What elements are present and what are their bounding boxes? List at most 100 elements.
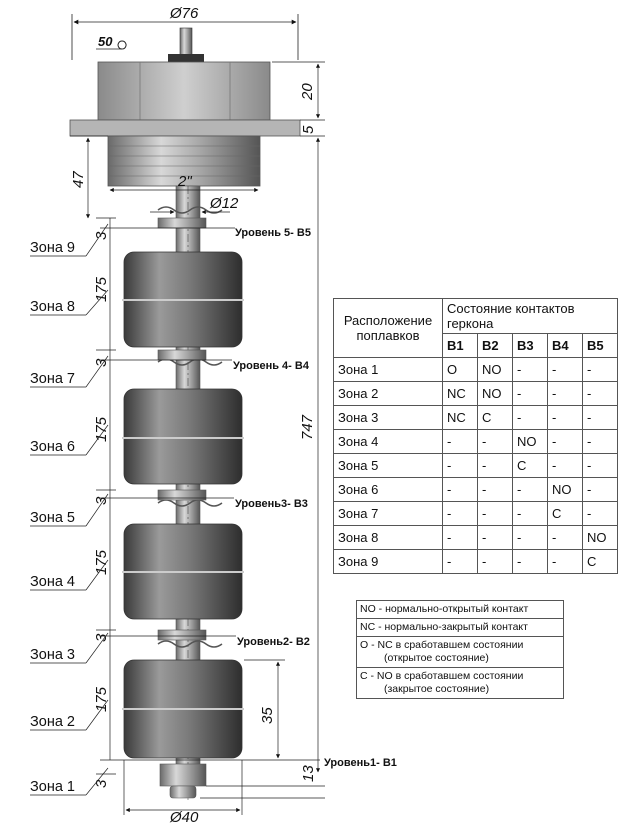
level-markers: Уровень 5- В5 Уровень 4- В4 Уровень3- В3… [100,227,397,769]
column-header: В2 [477,333,513,358]
spacing-label-1: 175 [93,276,110,302]
state-cell: NO [477,381,513,406]
row-zone: Зона 7 [333,501,443,526]
column-header: В3 [512,333,548,358]
location-header: Расположение поплавков [333,298,443,358]
wrench-size: 50 [96,34,127,50]
state-cell: NO [582,525,618,550]
state-cell: - [547,405,583,430]
level-1-label: Уровень1- В1 [324,757,397,769]
column-header: В5 [582,333,618,358]
flange-label: 5 [300,125,317,134]
zone-1-label: Зона 1 [30,779,75,795]
sensor-head [69,27,301,187]
table-row: Зона 5--C-- [333,453,618,478]
legend-subtext: (закрытое состояние) [384,683,490,695]
state-cell: NO [512,429,548,454]
row-zone: Зона 2 [333,381,443,406]
state-cell: - [582,357,618,382]
float-height-label: 35 [259,707,276,724]
spacing-label-4: 175 [93,686,110,712]
state-cell: NO [477,357,513,382]
state-cell: C [547,501,583,526]
row-zone: Зона 9 [333,549,443,574]
row-zone: Зона 1 [333,357,443,382]
level-4-label: Уровень 4- В4 [233,360,310,372]
state-cell: - [512,381,548,406]
state-cell: - [442,501,478,526]
state-cell: - [582,477,618,502]
legend-table: NO - нормально-открытый контакт NC - норм… [356,600,564,699]
right-dims: 747 35 13 [200,137,325,799]
state-cell: - [512,525,548,550]
state-cell: - [547,525,583,550]
table-row: Зона 4--NO-- [333,429,618,454]
state-cell: O [442,357,478,382]
legend-text: O - NC в сработавшем состоянии [360,639,524,651]
wrench-label: 50 [98,34,113,49]
gap-label-4: 3 [93,633,110,642]
thread-offset-label: 47 [70,171,87,188]
zone-9-label: Зона 9 [30,240,75,256]
zone-7-label: Зона 7 [30,371,75,387]
zone-2-label: Зона 2 [30,714,75,730]
state-header: Состояние контактов геркона [442,298,618,334]
state-cell: - [582,429,618,454]
table-row: Зона 8----NO [333,525,618,550]
zone-5-label: Зона 5 [30,510,75,526]
legend-text: NO - нормально-открытый контакт [360,603,529,615]
state-cell: - [582,381,618,406]
row-zone: Зона 5 [333,453,443,478]
row-zone: Зона 3 [333,405,443,430]
state-cell: NO [547,477,583,502]
state-cell: - [512,357,548,382]
legend-row: NC - нормально-закрытый контакт [356,618,564,637]
state-cell: - [477,525,513,550]
state-cell: - [442,429,478,454]
thread-label: 2" [177,173,192,190]
gap-label-3: 3 [93,496,110,505]
gap-label-5: 3 [93,779,110,788]
state-cell: - [477,549,513,574]
state-cell: - [477,477,513,502]
state-cell: - [547,357,583,382]
spacing-label-3: 175 [93,549,110,575]
state-cell: - [477,429,513,454]
legend-cell: NC - нормально-закрытый контакт [356,618,564,637]
zone-6-label: Зона 6 [30,439,75,455]
state-cell: - [582,405,618,430]
thread-dim: 2" Ø12 [109,173,259,215]
float-diameter-dim: Ø40 [123,760,243,826]
state-cell: - [512,477,548,502]
legend-row: C - NO в сработавшем состоянии(закрытое … [356,667,564,699]
table-row: Зона 9----C [333,549,618,574]
outer-diameter-label: Ø76 [169,5,199,22]
zone-4-label: Зона 4 [30,574,75,590]
legend-cell: NO - нормально-открытый контакт [356,600,564,619]
contact-state-table: Расположение поплавков Состояние контакт… [333,298,618,574]
state-cell: - [477,501,513,526]
state-cell: C [512,453,548,478]
state-cell: - [442,453,478,478]
state-cell: - [442,477,478,502]
legend-row: O - NC в сработавшем состоянии(открытое … [356,636,564,668]
total-length-label: 747 [299,414,316,440]
bottom-label: 13 [300,765,317,782]
state-header-line1: Состояние контактов [447,301,575,316]
head-height-dim: 20 5 [272,61,325,137]
state-cell: - [582,501,618,526]
state-cell: - [477,453,513,478]
row-zone: Зона 4 [333,429,443,454]
legend-text: C - NO в сработавшем состоянии [360,670,524,682]
state-cell: C [477,405,513,430]
gap-label-2: 3 [93,358,110,367]
spacing-label-2: 175 [93,416,110,442]
state-cell: - [547,453,583,478]
zone-8-label: Зона 8 [30,299,75,315]
column-header: В1 [442,333,478,358]
head-height-label: 20 [299,83,316,101]
rod-diameter-label: Ø12 [209,195,239,212]
row-zone: Зона 8 [333,525,443,550]
